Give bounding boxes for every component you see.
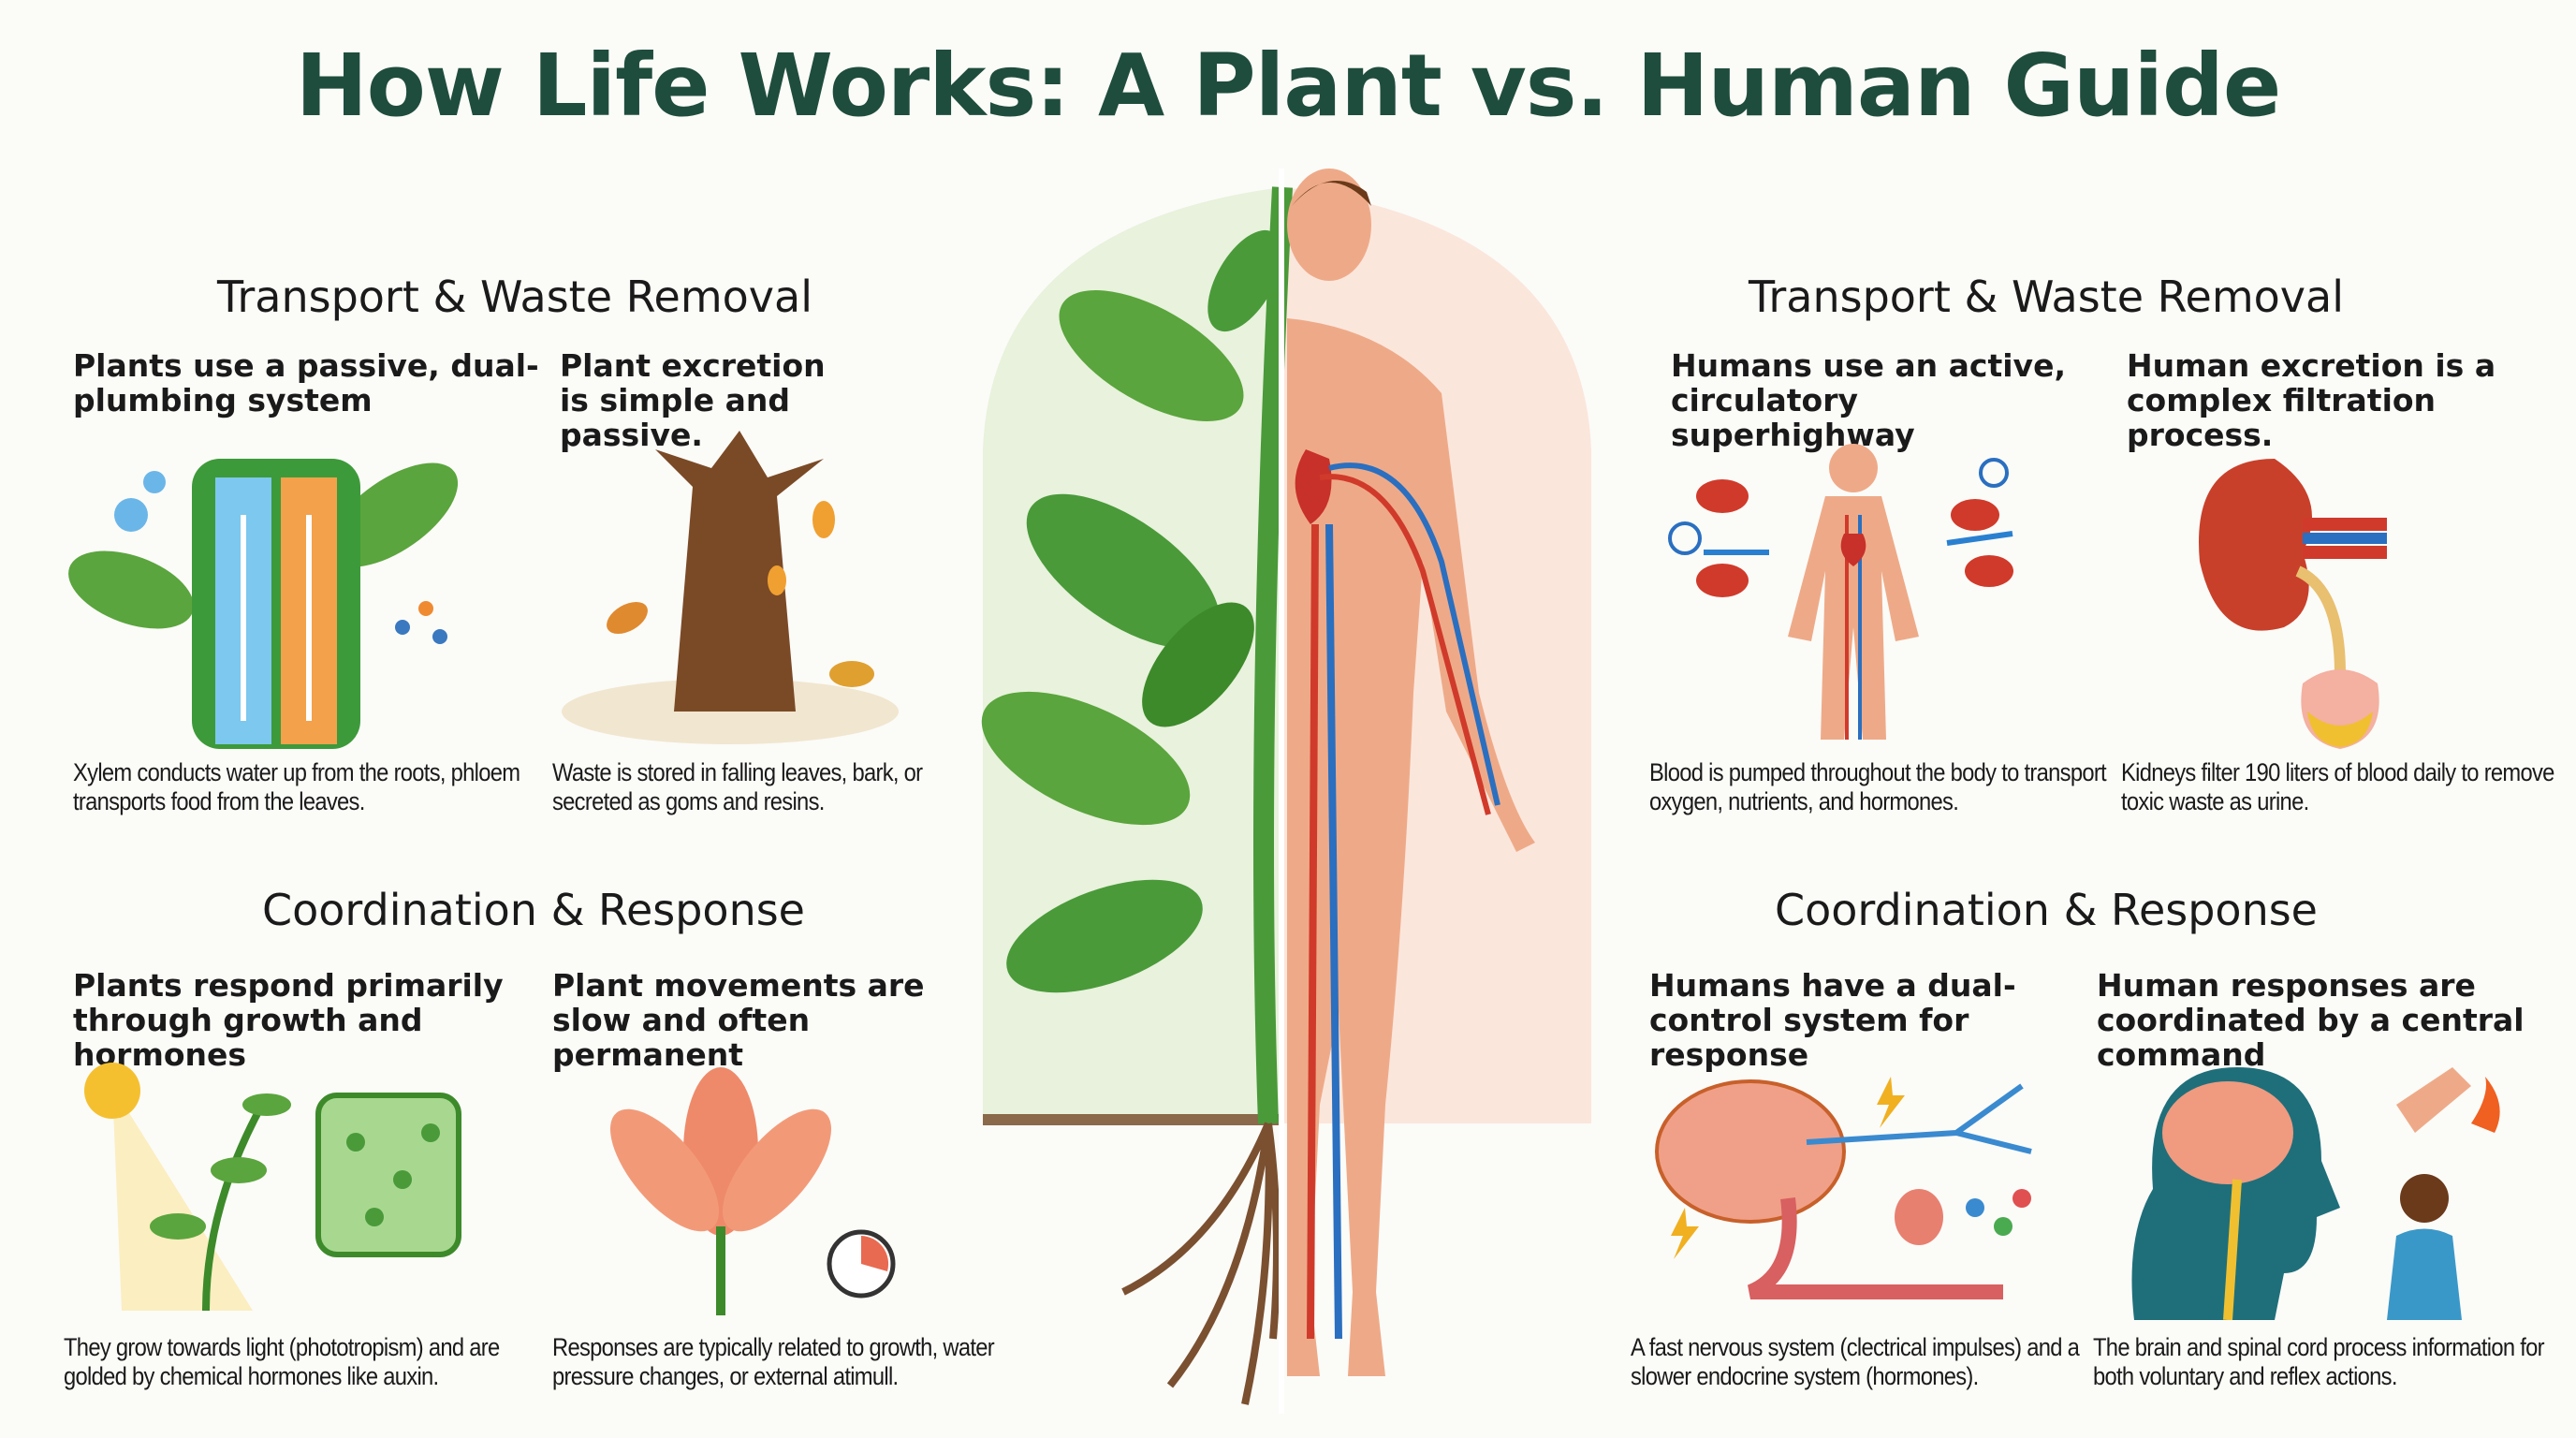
plant-coordination-card-1-title: Plants respond primarily through growth … <box>73 967 504 1073</box>
plant-human-center-illustration <box>981 169 1591 1414</box>
tree-resin-icon <box>562 431 899 744</box>
plant-coordination-heading: Coordination & Response <box>262 885 805 935</box>
human-coordination-card-1-title: Humans have a dual-control system for re… <box>1649 967 2016 1073</box>
page-title: How Life Works: A Plant vs. Human Guide <box>295 36 2282 136</box>
flower-timer-icon <box>610 1067 896 1315</box>
plant-transport-card-1-title: Plants use a passive, dual-plumbing syst… <box>73 347 539 418</box>
plant-transport-heading: Transport & Waste Removal <box>217 271 812 322</box>
phototropism-icon <box>84 1063 461 1312</box>
xylem-phloem-icon <box>68 459 459 749</box>
brain-neuron-icon <box>1655 1077 2032 1299</box>
circulatory-system-icon <box>1668 444 2013 740</box>
human-coordination-card-2-title: Human responses are coordinated by a cen… <box>2097 967 2525 1073</box>
human-coordination-card-2-caption: The brain and spinal cord process inform… <box>2093 1333 2545 1390</box>
human-transport-card-2-caption: Kidneys filter 190 liters of blood daily… <box>2121 758 2554 815</box>
human-transport-heading: Transport & Waste Removal <box>1749 271 2344 322</box>
human-coordination-card-1-caption: A fast nervous system (clectrical impuls… <box>1631 1333 2080 1390</box>
human-transport-card-2-title: Human excretion is a complex filtration … <box>2127 347 2496 453</box>
human-transport-card-1-caption: Blood is pumped throughout the body to t… <box>1649 758 2107 815</box>
human-body-illustration <box>1287 169 1535 1376</box>
kidney-icon <box>2199 459 2387 749</box>
brain-spine-icon <box>2131 1067 2500 1320</box>
plant-coordination-card-1-caption: They grow towards light (phototropism) a… <box>64 1333 500 1390</box>
plant-illustration <box>981 186 1293 1405</box>
human-transport-card-1-title: Humans use an active, circulatory superh… <box>1671 347 2066 453</box>
plant-transport-card-2-title: Plant excretion is simple and passive. <box>560 347 826 453</box>
plant-coordination-card-2-title: Plant movements are slow and often perma… <box>552 967 925 1073</box>
plant-transport-card-1-caption: Xylem conducts water up from the roots, … <box>73 758 520 815</box>
plant-transport-card-2-caption: Waste is stored in falling leaves, bark,… <box>552 758 923 815</box>
human-coordination-heading: Coordination & Response <box>1775 885 2318 935</box>
plant-coordination-card-2-caption: Responses are typically related to growt… <box>552 1333 995 1390</box>
